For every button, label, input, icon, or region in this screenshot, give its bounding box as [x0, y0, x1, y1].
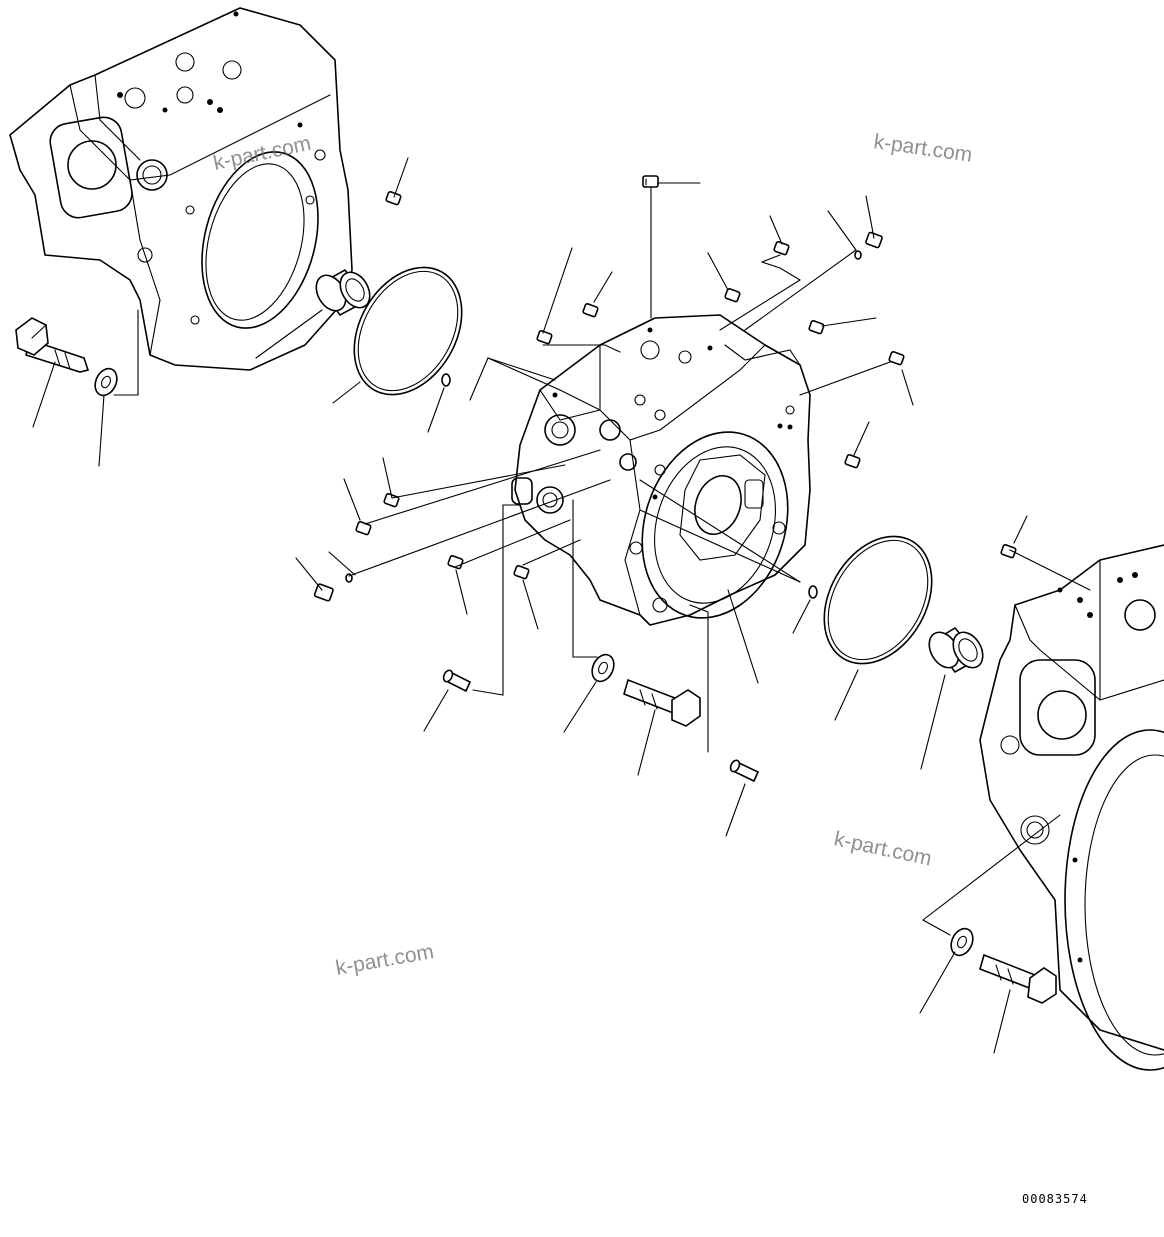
watermark: k-part.com [211, 132, 313, 175]
upper-left-pump-housing [9, 7, 353, 371]
watermark: k-part.com [334, 940, 436, 980]
dowel-pin-left [442, 669, 472, 693]
dowel-pin-right [729, 759, 760, 783]
washer-right [950, 927, 974, 957]
bolt-left [15, 317, 90, 373]
washer-center [591, 653, 615, 683]
bearing-right [928, 626, 984, 674]
o-ring-right [823, 535, 933, 665]
leader-lines [32, 157, 1091, 1054]
washer-left [94, 367, 118, 397]
small-plugs [313, 175, 1017, 602]
bolt-center [623, 678, 701, 727]
figure-code: 00083574 [1022, 1192, 1088, 1206]
o-ring-left [353, 266, 463, 396]
bolt-right [979, 953, 1057, 1004]
bearing-left [315, 268, 371, 317]
central-pump-case [511, 314, 811, 626]
watermark: k-part.com [832, 827, 934, 870]
lower-right-pump-housing [979, 544, 1164, 1071]
watermark: k-part.com [872, 130, 973, 167]
